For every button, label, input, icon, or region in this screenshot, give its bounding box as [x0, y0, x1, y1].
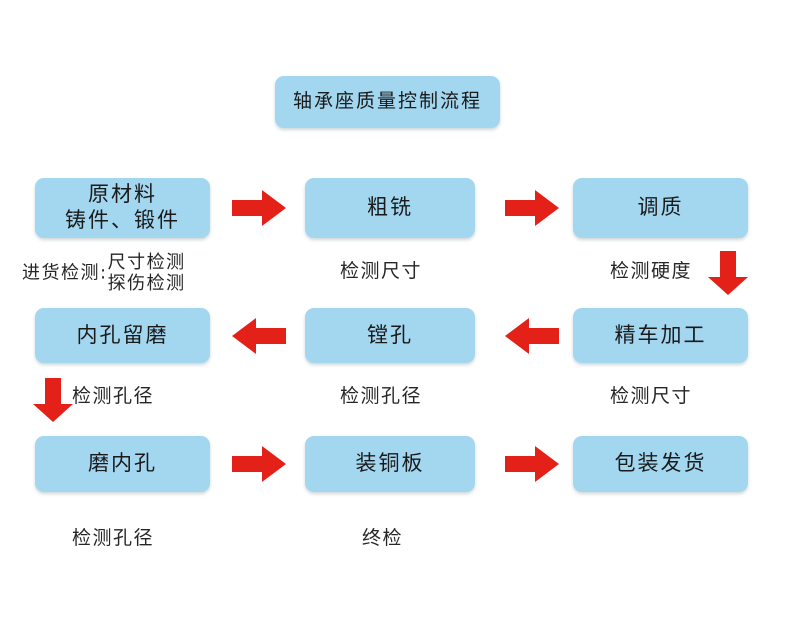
title-box: 轴承座质量控制流程 — [275, 76, 500, 128]
process-box-packing-shipment: 包装发货 — [573, 436, 748, 492]
caption-incoming-inspection-items: 尺寸检测 探伤检测 — [107, 252, 186, 294]
caption-check-bore-2: 检测孔径 — [340, 385, 423, 407]
process-box-inner-hole-reserve-grinding: 内孔留磨 — [35, 308, 210, 363]
process-box-rough-milling: 粗铣 — [305, 178, 475, 238]
process-box-raw-material: 原材料 铸件、锻件 — [35, 178, 210, 238]
process-box-finish-turning: 精车加工 — [573, 308, 748, 363]
process-box-inner-hole-reserve-grinding-label: 内孔留磨 — [76, 322, 169, 347]
arrow-left-icon-2 — [505, 318, 559, 354]
process-box-raw-material-label: 原材料 铸件、锻件 — [65, 182, 180, 232]
caption-incoming-inspection: 进货检测: 尺寸检测 探伤检测 — [22, 252, 186, 294]
caption-check-dimension-2: 检测尺寸 — [610, 385, 693, 407]
arrow-right-icon-1 — [232, 190, 286, 226]
caption-check-bore-3: 检测孔径 — [72, 527, 155, 549]
process-box-rough-milling-label: 粗铣 — [367, 195, 413, 220]
arrow-right-icon-4 — [505, 446, 559, 482]
process-box-boring: 镗孔 — [305, 308, 475, 363]
process-box-quenching-tempering: 调质 — [573, 178, 748, 238]
caption-check-dimension-1: 检测尺寸 — [340, 260, 423, 282]
process-box-grind-inner-hole: 磨内孔 — [35, 436, 210, 492]
caption-incoming-inspection-prefix: 进货检测: — [22, 262, 108, 284]
arrow-right-icon-3 — [232, 446, 286, 482]
process-box-finish-turning-label: 精车加工 — [614, 322, 707, 347]
process-box-quenching-tempering-label: 调质 — [637, 195, 684, 220]
arrow-down-icon-2 — [33, 378, 73, 422]
caption-final-inspection: 终检 — [362, 527, 404, 549]
process-box-install-copper-plate-label: 装铜板 — [355, 451, 425, 476]
process-box-packing-shipment-label: 包装发货 — [614, 451, 707, 476]
title-box-label: 轴承座质量控制流程 — [292, 90, 482, 113]
arrow-right-icon-2 — [505, 190, 559, 226]
caption-check-hardness: 检测硬度 — [610, 260, 693, 282]
process-box-grind-inner-hole-label: 磨内孔 — [88, 451, 157, 476]
arrow-left-icon-1 — [232, 318, 286, 354]
process-box-install-copper-plate: 装铜板 — [305, 436, 475, 492]
arrow-down-icon-1 — [708, 251, 748, 295]
process-box-boring-label: 镗孔 — [367, 322, 413, 347]
caption-check-bore-1: 检测孔径 — [72, 385, 155, 407]
